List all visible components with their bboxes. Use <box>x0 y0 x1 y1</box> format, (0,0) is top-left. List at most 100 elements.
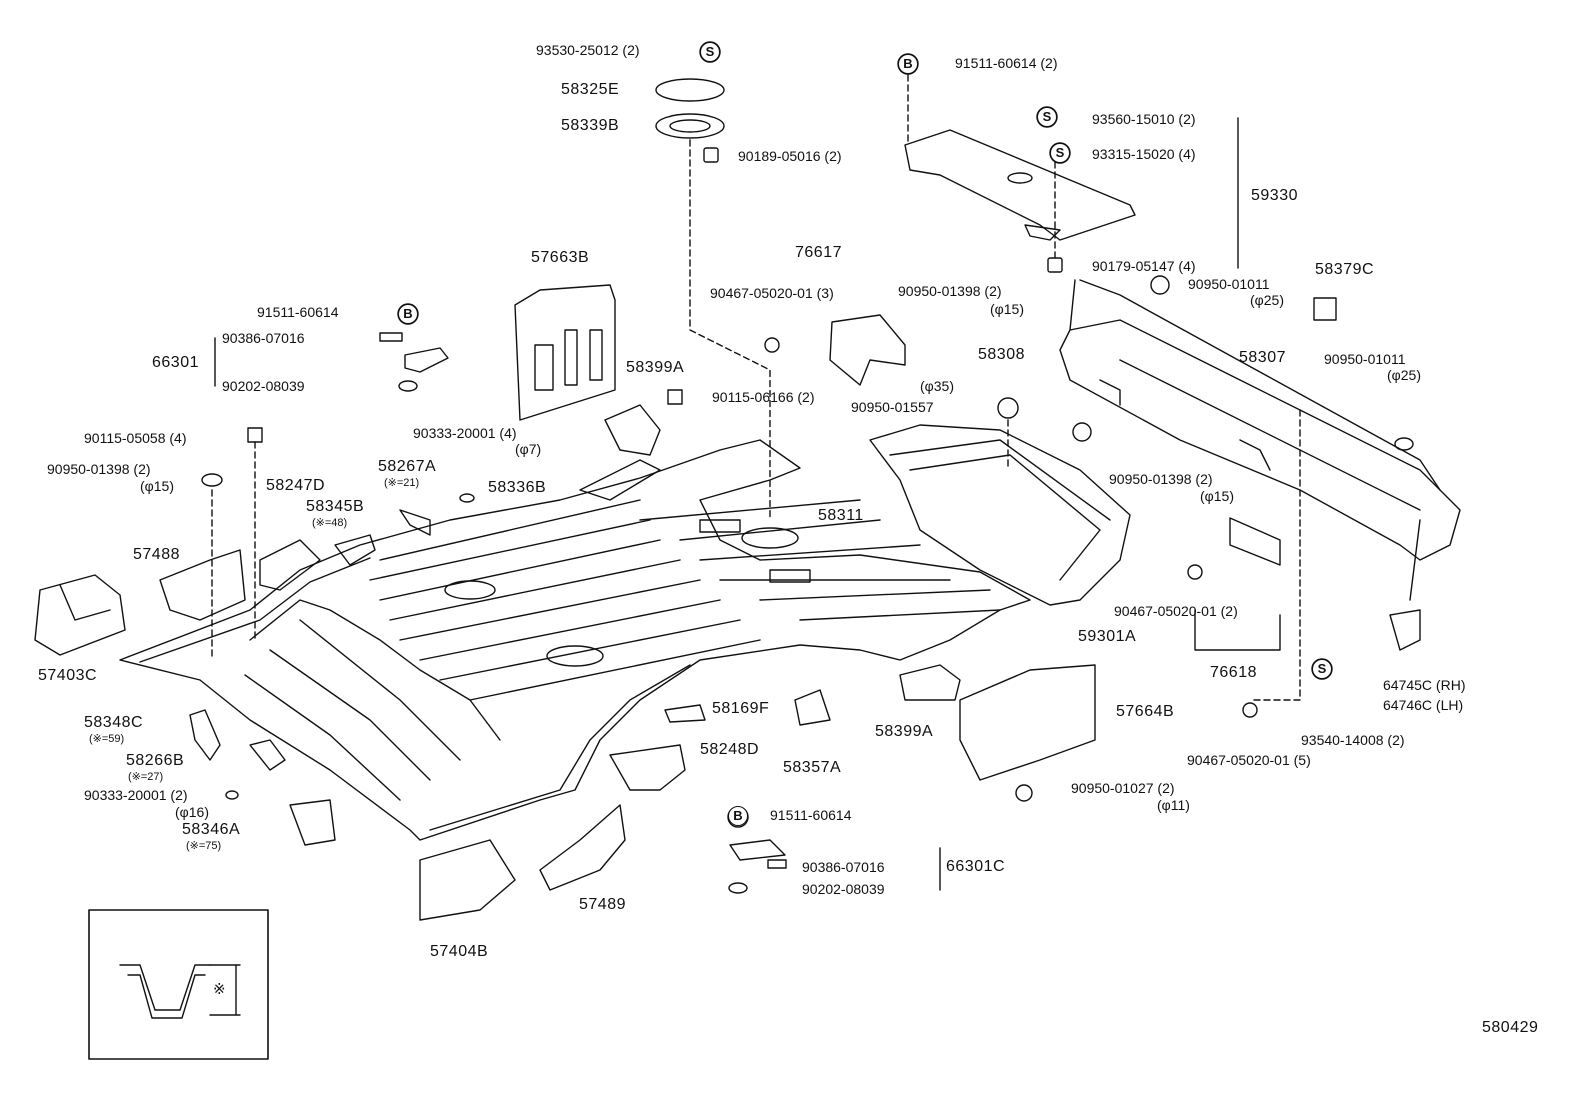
label-58399A-top: 58399A <box>626 359 685 376</box>
cross-member-58307 <box>1059 275 1461 621</box>
label-90202-08039-left: 90202-08039 <box>222 378 305 394</box>
label-58311: 58311 <box>818 507 864 524</box>
label-90950-01011-a: 90950-01011 <box>1188 276 1270 292</box>
label-90950-01398-b: 90950-01398 (2) <box>47 461 151 477</box>
label-90950-01011-b: 90950-01011 <box>1324 351 1406 367</box>
inset-dimension-mark: ※ <box>213 981 226 998</box>
label-90179-05147: 90179-05147 (4) <box>1092 258 1196 274</box>
label-n59: (※=59) <box>89 733 125 745</box>
label-90115-05058: 90115-05058 (4) <box>84 430 187 446</box>
label-phi7: (φ7) <box>515 441 542 457</box>
bracket-58336B <box>579 459 661 501</box>
floor-pan-58311 <box>119 439 1031 841</box>
label-phi35: (φ35) <box>920 378 954 394</box>
label-58379C: 58379C <box>1315 261 1375 278</box>
label-phi16: (φ16) <box>175 804 209 820</box>
label-93315-15020: 93315-15020 (4) <box>1092 146 1196 162</box>
label-58325E: 58325E <box>561 81 620 98</box>
rear-panel-59330 <box>897 53 1239 273</box>
label-90202-08039-bottom: 90202-08039 <box>802 881 885 897</box>
symbol-s-marker: S <box>1312 659 1332 679</box>
label-58348C: 58348C <box>84 714 144 731</box>
label-57404B: 57404B <box>430 943 489 960</box>
label-90386-07016-bottom: 90386-07016 <box>802 859 885 875</box>
label-76617: 76617 <box>795 244 842 261</box>
plug-90950-01027 <box>1015 784 1033 802</box>
symbol-s-marker: S <box>700 42 720 62</box>
panel-57663B <box>514 284 616 421</box>
label-90950-01398-a: 90950-01398 (2) <box>898 283 1002 299</box>
label-phi11: (φ11) <box>1157 797 1190 813</box>
label-76618: 76618 <box>1210 664 1257 681</box>
symbol-b-marker: B <box>898 54 918 74</box>
label-phi15-a: (φ15) <box>990 301 1024 317</box>
label-66301C: 66301C <box>946 858 1006 875</box>
label-57663B: 57663B <box>531 249 590 266</box>
label-phi25-b: (φ25) <box>1387 367 1421 383</box>
label-90467-05020-01-3: 90467-05020-01 (3) <box>710 285 834 301</box>
label-58248D: 58248D <box>700 741 760 758</box>
figure-code: 580429 <box>1482 1019 1539 1036</box>
label-90386-07016-left: 90386-07016 <box>222 330 305 346</box>
label-58169F: 58169F <box>712 700 770 717</box>
label-58399A-bot: 58399A <box>875 723 934 740</box>
left-side-parts <box>34 427 475 661</box>
label-57664B: 57664B <box>1116 703 1175 720</box>
label-90950-01557: 90950-01557 <box>851 399 934 415</box>
label-58357A: 58357A <box>783 759 842 776</box>
symbol-b-marker: B <box>728 806 748 826</box>
label-57489: 57489 <box>579 896 626 913</box>
label-93540-14008: 93540-14008 (2) <box>1301 732 1405 748</box>
symbol-s-marker: S <box>1050 143 1070 163</box>
bracket-76617 <box>764 314 906 386</box>
inset-box <box>88 909 269 1060</box>
label-90950-01027: 90950-01027 (2) <box>1071 780 1175 796</box>
lower-center-parts <box>419 664 961 921</box>
spare-tire-cover-parts <box>655 41 771 521</box>
label-n21: (※=21) <box>384 477 420 489</box>
bolt-90115-06166 <box>667 389 683 405</box>
label-91511-60614-left: 91511-60614 <box>257 304 339 320</box>
bracket-58399A-top <box>604 404 661 456</box>
bracket-group-66301 <box>214 303 449 392</box>
label-93530-25012: 93530-25012 (2) <box>536 42 640 58</box>
label-57403C: 57403C <box>38 667 98 684</box>
label-58267A: 58267A <box>378 458 437 475</box>
label-66301: 66301 <box>152 354 199 371</box>
label-90189-05016: 90189-05016 (2) <box>738 148 842 164</box>
label-90467-05020-01-5: 90467-05020-01 (5) <box>1187 752 1311 768</box>
label-57488: 57488 <box>133 546 180 563</box>
label-91511-60614-top: 91511-60614 (2) <box>955 55 1058 71</box>
label-n75: (※=75) <box>186 840 222 852</box>
panel-57664B <box>959 664 1096 781</box>
label-58247D: 58247D <box>266 477 326 494</box>
label-59330: 59330 <box>1251 187 1298 204</box>
label-58308: 58308 <box>978 346 1025 363</box>
label-phi25-a: (φ25) <box>1250 292 1284 308</box>
label-n48: (※=48) <box>312 517 348 529</box>
spare-tub-59301A <box>869 397 1131 606</box>
lower-left-clips <box>189 709 336 846</box>
label-58307: 58307 <box>1239 349 1286 366</box>
label-91511-60614-bottom: 91511-60614 <box>770 807 852 823</box>
label-90333-20001-2: 90333-20001 (2) <box>84 787 188 803</box>
label-58345B: 58345B <box>306 498 365 515</box>
label-59301A: 59301A <box>1078 628 1137 645</box>
label-90950-01398-c: 90950-01398 (2) <box>1109 471 1213 487</box>
label-58346A: 58346A <box>182 821 241 838</box>
symbol-s-marker: S <box>1037 107 1057 127</box>
label-58336B: 58336B <box>488 479 547 496</box>
label-58339B: 58339B <box>561 117 620 134</box>
label-93560-15010: 93560-15010 (2) <box>1092 111 1196 127</box>
symbol-b-marker: B <box>398 304 418 324</box>
label-64746C-lh: 64746C (LH) <box>1383 697 1464 713</box>
label-64745C-rh: 64745C (RH) <box>1383 677 1466 693</box>
label-58266B: 58266B <box>126 752 185 769</box>
label-90115-06166: 90115-06166 (2) <box>712 389 815 405</box>
label-phi15-c: (φ15) <box>1200 488 1234 504</box>
label-90467-05020-01-2: 90467-05020-01 (2) <box>1114 603 1238 619</box>
label-n27: (※=27) <box>128 771 164 783</box>
label-90333-20001-4: 90333-20001 (4) <box>413 425 517 441</box>
label-phi15-b: (φ15) <box>140 478 174 494</box>
